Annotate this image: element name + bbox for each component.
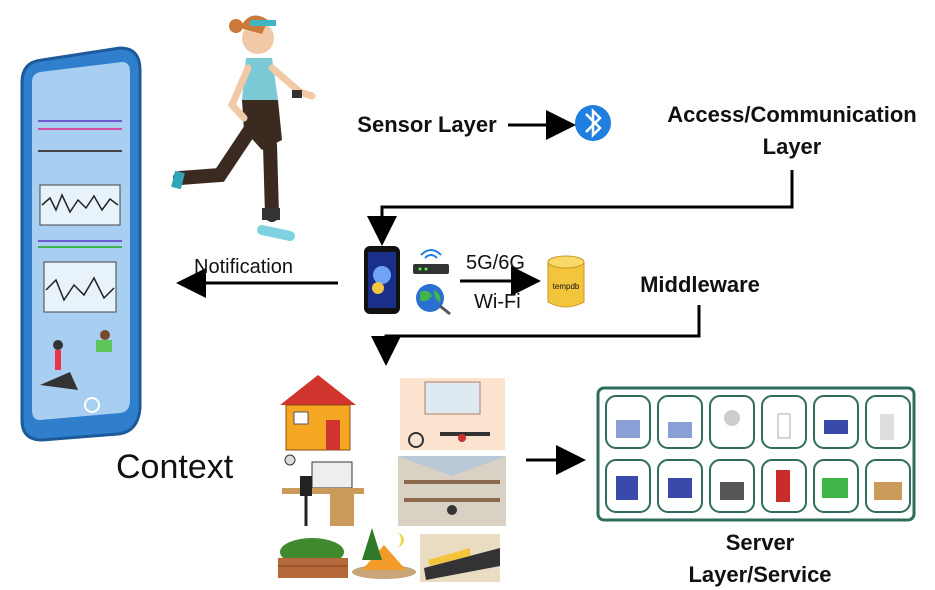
sensor-layer-label: Sensor Layer (357, 112, 497, 137)
access-layer-label-line1: Access/Communication (667, 102, 917, 127)
network-5g6g-label: 5G/6G (466, 252, 525, 274)
tent-icon (352, 528, 416, 579)
context-label: Context (116, 448, 234, 486)
train-icon (420, 534, 500, 582)
garden-icon (278, 538, 348, 578)
mall-icon (398, 456, 506, 526)
bluetooth-icon (575, 105, 611, 141)
database-icon (547, 255, 585, 308)
middleware-arrow (371, 305, 701, 366)
middleware-label: Middleware (640, 272, 760, 297)
database-label: tempdb (552, 282, 580, 291)
smartphone-icon (364, 246, 400, 314)
gym-icon (400, 378, 505, 450)
access-layer-label-line2: Layer (762, 134, 822, 159)
runner-illustration (171, 15, 316, 241)
server-label-line1: Server (725, 530, 795, 555)
notification-label: Notification (194, 256, 293, 278)
activity-grid-icon (596, 386, 916, 522)
network-wifi-label: Wi-Fi (474, 291, 521, 313)
office-desk-icon (282, 454, 364, 526)
server-label-line2: Layer/Service (688, 562, 832, 587)
access-arrow (367, 170, 794, 246)
globe-icon (416, 284, 451, 316)
router-icon (413, 249, 449, 274)
smartphone-display-icon (20, 46, 142, 442)
house-icon (280, 375, 356, 451)
